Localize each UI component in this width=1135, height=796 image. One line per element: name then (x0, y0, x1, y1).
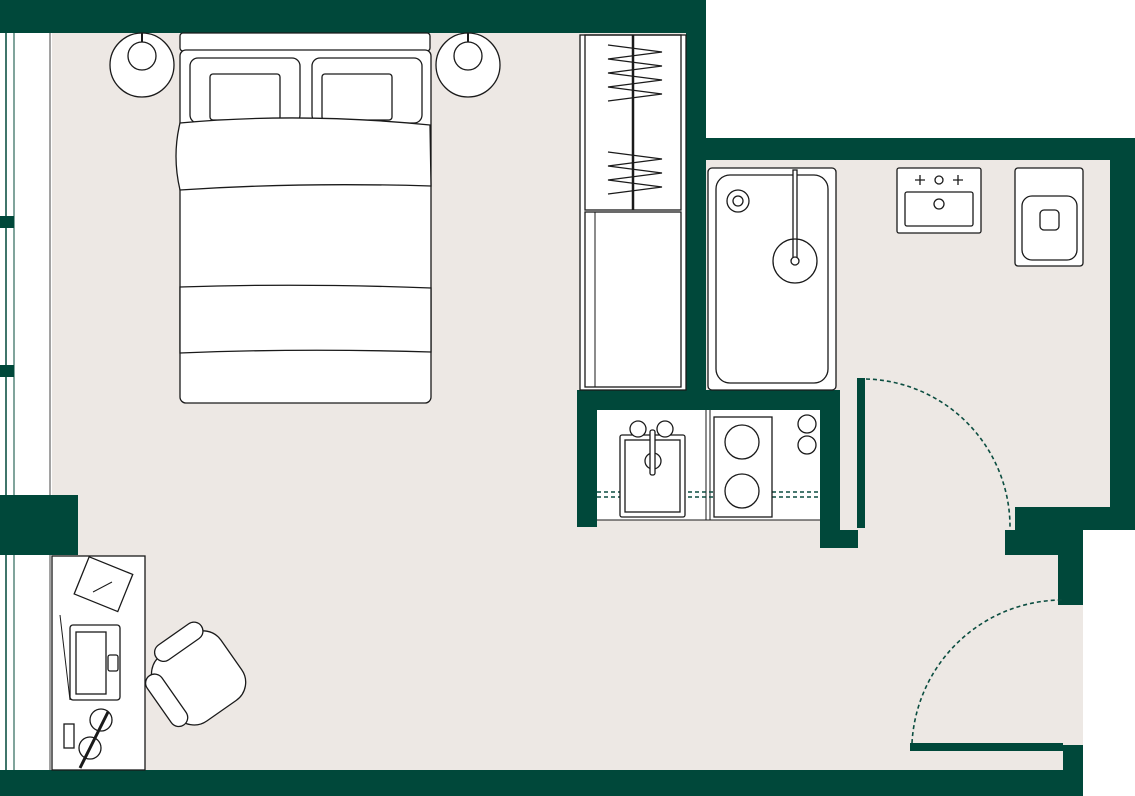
bathroom-door-icon[interactable] (865, 378, 1011, 528)
toilet-icon[interactable] (1014, 167, 1084, 267)
laptop-icon[interactable] (59, 614, 121, 701)
nightstand-lamp-icon (109, 32, 175, 98)
entrance-door-icon[interactable] (910, 599, 1064, 751)
desk-lamp-icon (63, 708, 113, 769)
bathtub-icon[interactable] (707, 167, 837, 391)
washbasin-icon[interactable] (896, 167, 982, 234)
chair-icon[interactable] (131, 614, 255, 738)
hob-icon[interactable] (713, 414, 817, 518)
wardrobe-icon[interactable] (579, 34, 687, 391)
kitchen-sink-icon[interactable] (619, 420, 686, 518)
bed-icon (175, 32, 432, 404)
nightstand-lamp-icon (435, 32, 501, 98)
window-icon (0, 33, 52, 770)
